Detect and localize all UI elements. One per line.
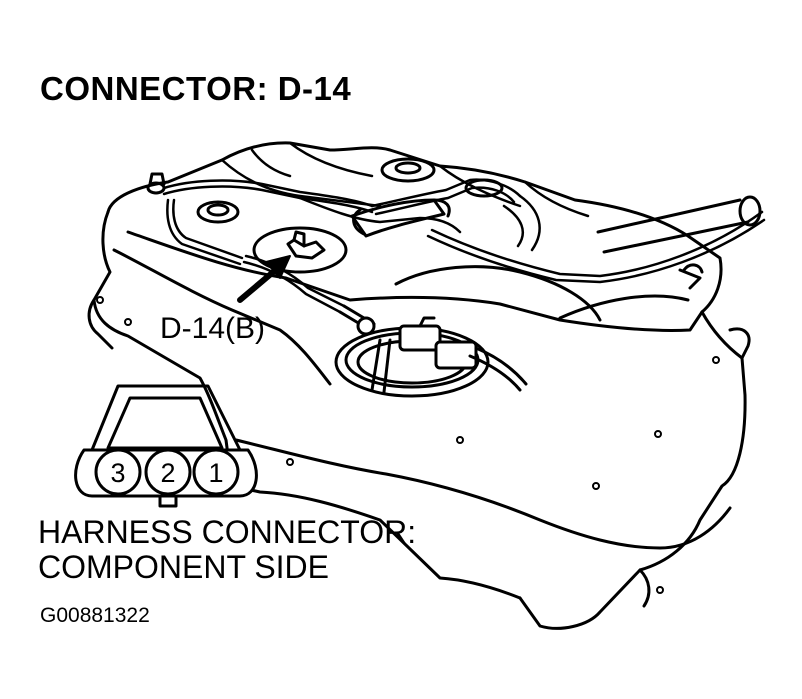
diagram-title: CONNECTOR: D-14: [40, 70, 352, 107]
filler-neck: [596, 195, 762, 290]
pin-label-3: 3: [110, 458, 125, 488]
harness-caption-line1: HARNESS CONNECTOR:: [38, 514, 417, 550]
pin-label-1: 1: [208, 458, 223, 488]
pin-label-2: 2: [160, 458, 175, 488]
harness-caption-line2: COMPONENT SIDE: [38, 549, 329, 585]
tank-body: [87, 141, 751, 630]
pointer-arrow-icon: [237, 255, 291, 303]
connector-d14-location: [252, 226, 348, 274]
connector-callout-label: D-14(B): [160, 312, 266, 345]
figure-id: G00881322: [40, 604, 150, 627]
vapor-canister: [350, 198, 451, 238]
connector-face-icon: 3 2 1: [74, 384, 258, 508]
fuel-pump-flange: [334, 304, 528, 398]
fuel-lines: [162, 178, 766, 314]
